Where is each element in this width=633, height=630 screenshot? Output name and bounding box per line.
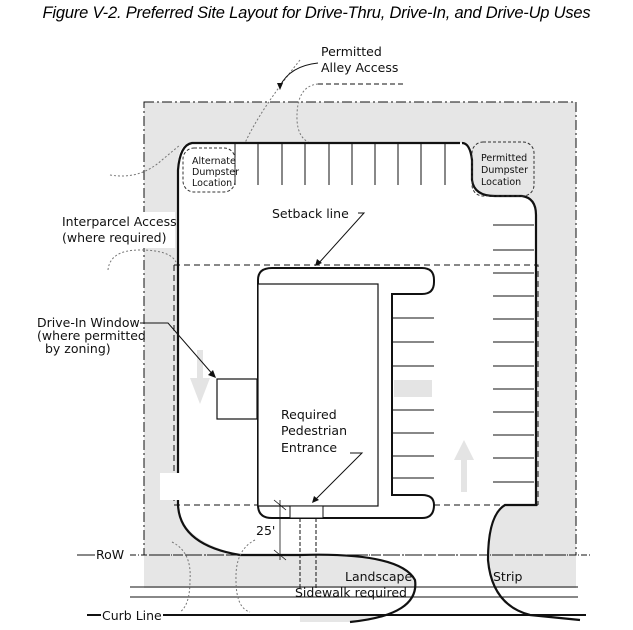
permitted-dumpster-label-1: Permitted — [481, 153, 527, 164]
interparcel-access-curve-bottom — [107, 249, 177, 271]
drive-in-leader — [140, 322, 216, 378]
curb-line-label: Curb Line — [102, 608, 162, 623]
alternate-dumpster-label-3: Location — [192, 178, 232, 189]
interparcel-access-label-1: Interparcel Access — [62, 214, 177, 229]
permitted-dumpster-label-2: Dumpster — [481, 165, 528, 176]
parking-stalls-right — [493, 224, 534, 483]
driveway-curve-left — [171, 541, 191, 613]
row-label: RoW — [96, 547, 124, 562]
pedestrian-entrance-label-3: Entrance — [281, 440, 337, 455]
permitted-dumpster-box — [471, 141, 535, 197]
stacking-lane-gap — [160, 473, 220, 500]
permitted-dumpster-label-3: Location — [481, 177, 521, 188]
entrance-leader — [314, 452, 364, 501]
alternate-dumpster-box — [182, 147, 236, 193]
interparcel-access-curve-top — [109, 144, 181, 177]
parking-stalls-top — [234, 143, 446, 185]
interparcel-label-bg — [30, 212, 175, 248]
traffic-arrow-up-icon — [454, 440, 474, 492]
pedestrian-entrance-label-1: Required — [281, 407, 337, 422]
sidewalk-strip — [100, 588, 580, 598]
drive-in-window-label-1: Drive-In Window — [37, 315, 140, 330]
curb-strip — [100, 598, 580, 616]
interparcel-access-label-2: (where required) — [62, 230, 167, 245]
driveway-curve-right — [235, 539, 256, 613]
setback-line-label: Setback line — [272, 206, 349, 221]
pedestrian-entrance-label-2: Pedestrian — [281, 423, 347, 438]
dimension-label: 25' — [256, 523, 275, 538]
entrance-arrowhead-icon — [312, 496, 319, 503]
traffic-arrow-down-icon — [190, 350, 210, 404]
curb-outline-right — [461, 141, 581, 622]
setback-arrowhead-icon — [315, 259, 322, 266]
alley-access-arrowhead-icon — [277, 83, 283, 90]
pedestrian-entrance — [289, 505, 324, 519]
dimension-tick-top — [273, 499, 287, 511]
alternate-dumpster-label-2: Dumpster — [192, 167, 239, 178]
building — [257, 283, 379, 507]
landscape-label: Landscape — [345, 569, 412, 584]
alley-access-curve-left — [244, 59, 301, 144]
dimension-tick-bottom — [273, 549, 287, 561]
parking-stalls-inner — [393, 317, 434, 479]
loading-zone-marker — [394, 380, 432, 397]
figure-title: Figure V-2. Preferred Site Layout for Dr… — [42, 4, 591, 22]
alley-access-label-2: Alley Access — [321, 60, 398, 75]
drive-in-window-label-2: (where permitted — [37, 328, 146, 343]
sidewalk-label: Sidewalk required — [295, 585, 407, 600]
drive-in-window-box — [216, 378, 258, 420]
property-line — [143, 101, 577, 556]
alternate-dumpster-label-1: Alternate — [192, 156, 236, 167]
setback-leader — [317, 212, 366, 265]
alley-access-arrow — [279, 62, 319, 87]
strip-label: Strip — [493, 569, 522, 584]
drive-in-arrowhead-icon — [208, 370, 216, 378]
drive-in-label-bg — [30, 315, 140, 359]
drive-in-window-label-3: by zoning) — [45, 341, 111, 356]
alley-access-label-1: Permitted — [321, 44, 382, 59]
